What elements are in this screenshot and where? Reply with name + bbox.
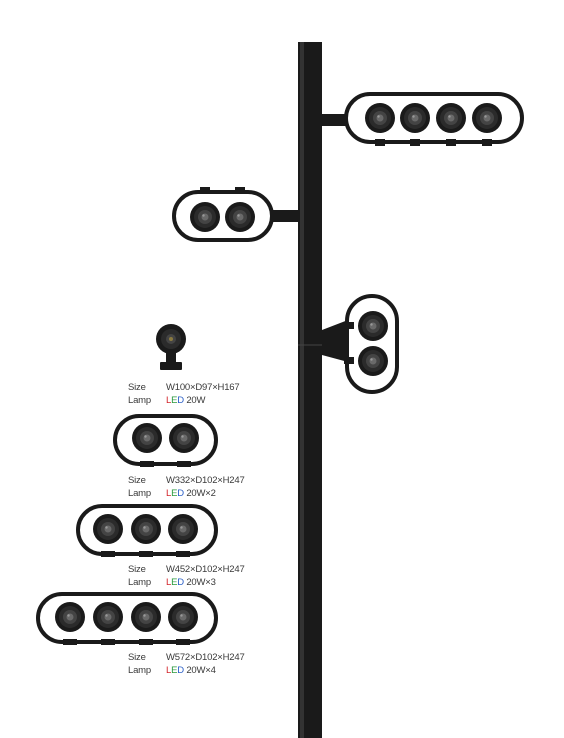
lamp-label: Lamp	[128, 395, 151, 406]
quad-spot-product	[36, 592, 218, 645]
size-label: Size	[128, 475, 146, 486]
lamp-power: 20W×4	[183, 665, 216, 676]
pole-fixture-2-head-vertical	[322, 294, 399, 394]
size-value: W332×D102×H247	[166, 475, 245, 486]
led-letter-e: E	[171, 395, 178, 406]
lamp-power: 20W×2	[183, 488, 216, 499]
size-label: Size	[128, 564, 146, 575]
spec-block-triple: Size W452×D102×H247 Lamp LED 20W×3	[128, 563, 245, 589]
led-letter-d: D	[177, 665, 184, 676]
lamp-label: Lamp	[128, 665, 151, 676]
lamp-power: 20W×3	[183, 577, 216, 588]
size-value: W452×D102×H247	[166, 564, 245, 575]
led-letter-l: L	[166, 395, 172, 406]
spec-block-double: Size W332×D102×H247 Lamp LED 20W×2	[128, 474, 245, 500]
lighting-pole	[298, 42, 322, 738]
led-letter-d: D	[177, 488, 184, 499]
size-label: Size	[128, 382, 146, 393]
spec-block-single: Size W100×D97×H167 Lamp LED 20W	[128, 381, 240, 407]
led-letter-e: E	[171, 665, 178, 676]
spec-block-quad: Size W572×D102×H247 Lamp LED 20W×4	[128, 651, 245, 677]
pole-fixture-4-head	[322, 92, 524, 146]
single-spot-product	[156, 324, 186, 370]
lamp-label: Lamp	[128, 488, 151, 499]
size-value: W100×D97×H167	[166, 382, 240, 393]
double-spot-product	[113, 414, 218, 467]
lamp-label: Lamp	[128, 577, 151, 588]
led-letter-d: D	[177, 577, 184, 588]
led-letter-e: E	[171, 577, 178, 588]
pole-fixture-2-head	[172, 187, 298, 242]
lamp-power: 20W	[183, 395, 206, 406]
size-label: Size	[128, 652, 146, 663]
led-letter-l: L	[166, 577, 172, 588]
size-value: W572×D102×H247	[166, 652, 245, 663]
led-letter-l: L	[166, 488, 172, 499]
triple-spot-product	[76, 504, 218, 557]
led-letter-l: L	[166, 665, 172, 676]
led-letter-d: D	[177, 395, 184, 406]
led-letter-e: E	[171, 488, 178, 499]
